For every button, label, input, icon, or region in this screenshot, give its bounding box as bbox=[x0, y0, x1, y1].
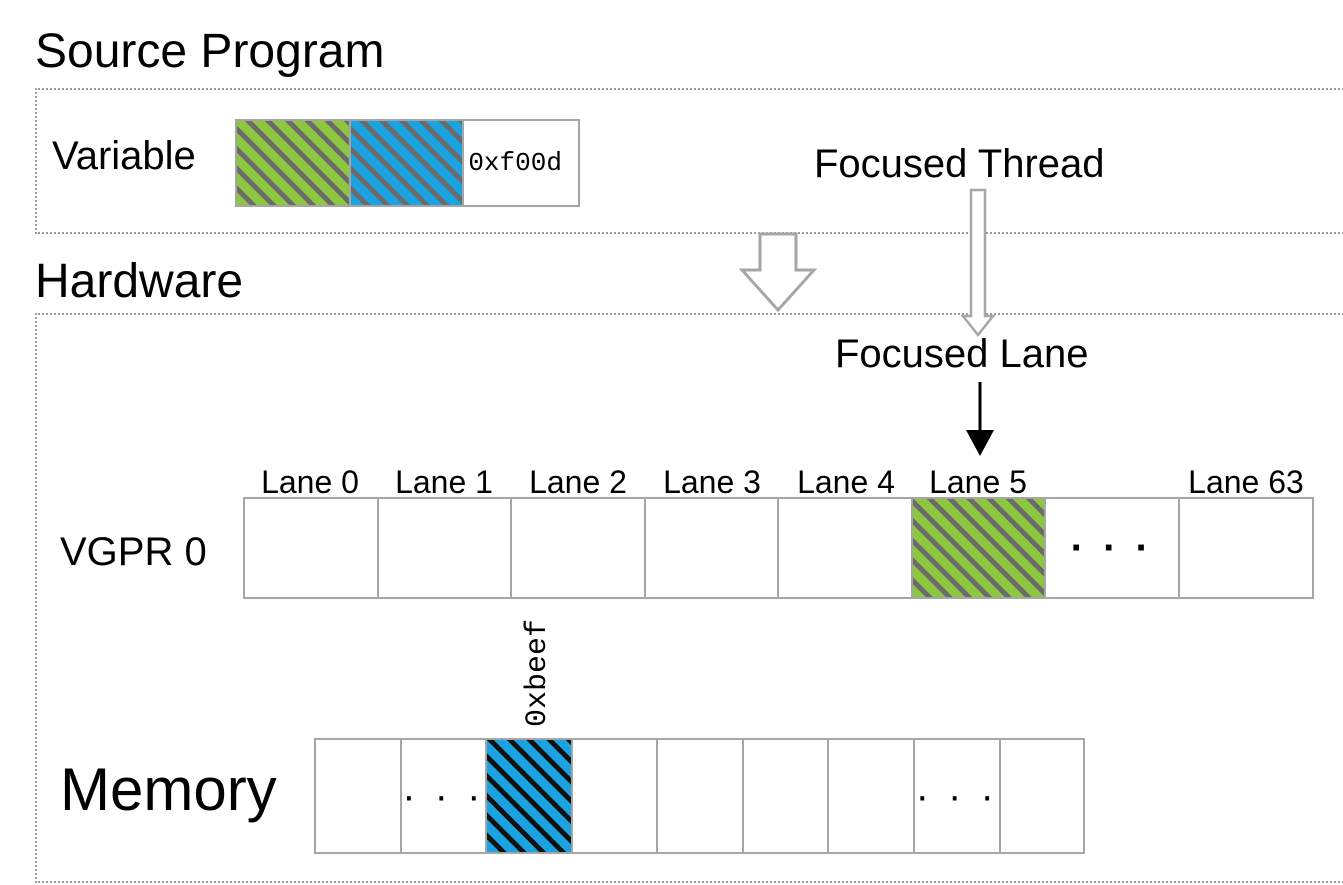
memory-cell bbox=[829, 740, 915, 852]
vgpr-cell-lane-4 bbox=[779, 499, 913, 597]
vgpr-cell-lane-5 bbox=[912, 499, 1046, 597]
memory-row: · · · · · · bbox=[314, 738, 1085, 854]
variable-byte-blue bbox=[350, 121, 465, 205]
memory-cell bbox=[744, 740, 830, 852]
memory-cell bbox=[316, 740, 402, 852]
memory-cell-focused bbox=[487, 740, 573, 852]
variable-value: 0xf00d bbox=[468, 148, 562, 178]
source-program-box bbox=[35, 88, 1343, 234]
lane-label-2: Lane 2 bbox=[529, 464, 627, 500]
memory-address-label: 0xbeef bbox=[521, 618, 555, 728]
vgpr-ellipsis: · · · bbox=[1070, 526, 1153, 570]
variable-register: 0xf00d bbox=[235, 119, 580, 207]
vgpr-cell-lane-0 bbox=[245, 499, 379, 597]
vgpr-cell-ellipsis: · · · bbox=[1046, 499, 1180, 597]
hardware-title: Hardware bbox=[35, 255, 244, 308]
variable-label: Variable bbox=[52, 134, 196, 178]
vgpr-cell-lane-63 bbox=[1180, 499, 1313, 597]
variable-byte-green bbox=[237, 121, 351, 205]
lane-label-1: Lane 1 bbox=[395, 464, 493, 500]
lane-label-3: Lane 3 bbox=[663, 464, 761, 500]
focused-thread-arrow-icon bbox=[960, 188, 996, 338]
lane-label-5: Lane 5 bbox=[929, 464, 1027, 500]
memory-label: Memory bbox=[60, 756, 277, 823]
vgpr-cell-lane-3 bbox=[646, 499, 779, 597]
hardware-box bbox=[35, 313, 1343, 883]
focused-thread-label: Focused Thread bbox=[814, 142, 1105, 186]
mapping-arrow-icon bbox=[738, 232, 818, 312]
memory-cell-ellipsis-left: · · · bbox=[402, 740, 488, 852]
lane-label-4: Lane 4 bbox=[797, 464, 895, 500]
source-program-title: Source Program bbox=[35, 25, 385, 78]
memory-cell bbox=[573, 740, 659, 852]
memory-ellipsis-left: · · · bbox=[402, 774, 485, 818]
lane-label-0: Lane 0 bbox=[261, 464, 359, 500]
memory-cell bbox=[658, 740, 744, 852]
vgpr-register-row: · · · bbox=[243, 497, 1314, 599]
focused-lane-label: Focused Lane bbox=[835, 332, 1089, 376]
lane-label-63: Lane 63 bbox=[1188, 464, 1304, 500]
memory-cell bbox=[1001, 740, 1084, 852]
vgpr-cell-lane-1 bbox=[379, 499, 512, 597]
vgpr-cell-lane-2 bbox=[512, 499, 646, 597]
memory-ellipsis-right: · · · bbox=[915, 774, 998, 818]
vgpr-label: VGPR 0 bbox=[60, 530, 207, 574]
focused-lane-arrow-icon bbox=[966, 382, 994, 456]
memory-cell-ellipsis-right: · · · bbox=[915, 740, 1001, 852]
